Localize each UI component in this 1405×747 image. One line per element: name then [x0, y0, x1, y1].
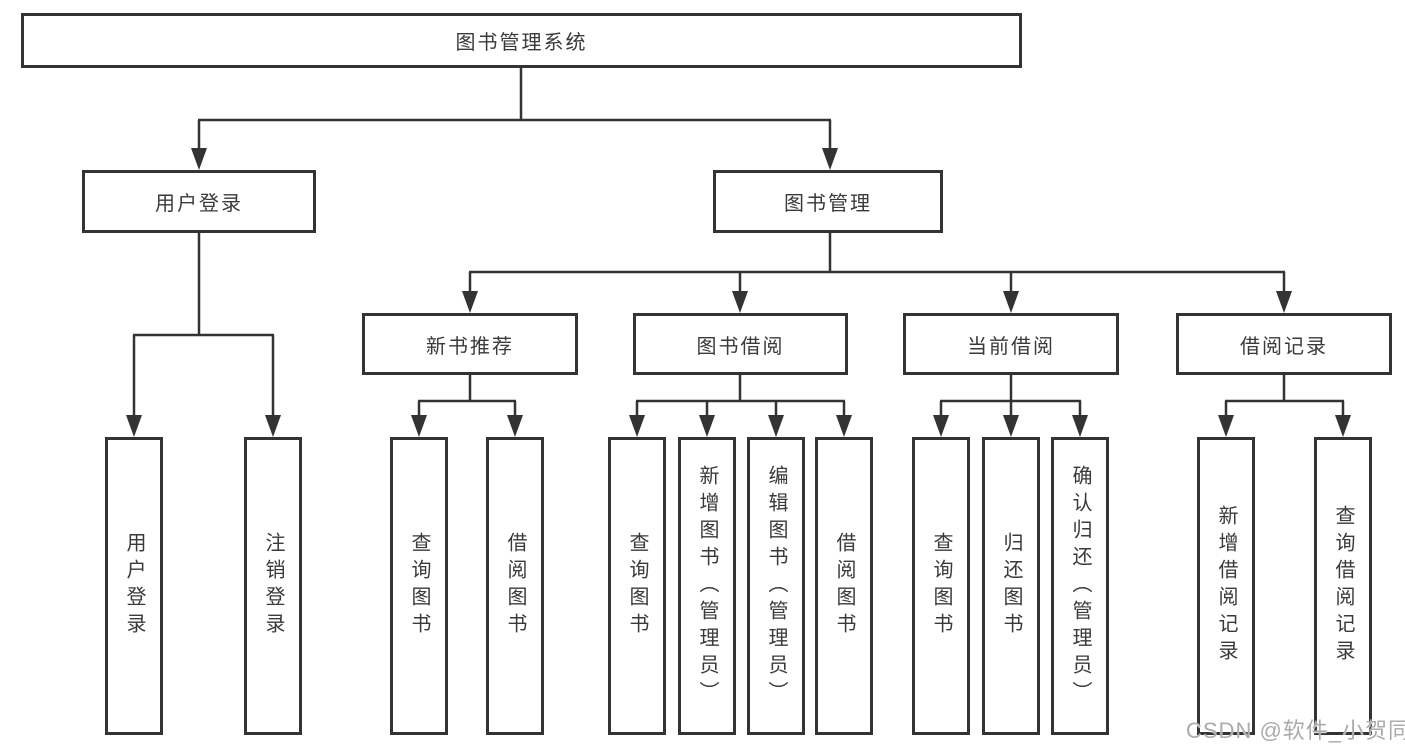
node-book-management-branch-label: 图书管理: [784, 193, 872, 215]
arrowhead-icon: [822, 148, 838, 170]
node-logout-action: 注销登录: [244, 437, 302, 735]
node-add-borrow-record-label: 新增借阅记录: [1215, 505, 1237, 667]
arrowhead-icon: [507, 415, 523, 437]
node-query-books-current: 查询图书: [912, 437, 970, 735]
node-user-login-branch-label: 用户登录: [155, 193, 243, 215]
node-return-book: 归还图书: [982, 437, 1040, 735]
arrowheads: [126, 148, 1351, 437]
node-query-books-recommend-label: 查询图书: [408, 532, 430, 640]
csdn-watermark: CSDN @软件_小贺同学: [1186, 718, 1405, 743]
arrowhead-icon: [191, 148, 207, 170]
node-current-borrowing: 当前借阅: [903, 313, 1119, 375]
node-borrow-books-recommend-label: 借阅图书: [504, 532, 526, 640]
arrowhead-icon: [126, 415, 142, 437]
node-book-borrowing: 图书借阅: [633, 313, 848, 375]
node-return-book-label: 归还图书: [1000, 532, 1022, 640]
node-root-system: 图书管理系统: [21, 13, 1022, 68]
node-query-books-borrowing-label: 查询图书: [626, 532, 648, 640]
node-borrowing-records-label: 借阅记录: [1240, 335, 1328, 358]
node-edit-book-admin-label: 编辑图书（管理员）: [765, 464, 787, 708]
arrowhead-icon: [1072, 415, 1088, 437]
node-logout-action-label: 注销登录: [262, 532, 284, 640]
arrowhead-icon: [1335, 415, 1351, 437]
node-user-login-action-label: 用户登录: [123, 532, 145, 640]
node-root-system-label: 图书管理系统: [455, 32, 588, 54]
arrowhead-icon: [411, 415, 427, 437]
node-borrow-books-borrowing-label: 借阅图书: [833, 532, 855, 640]
node-add-book-admin-label: 新增图书（管理员）: [696, 464, 718, 708]
arrowhead-icon: [836, 415, 852, 437]
node-edit-book-admin: 编辑图书（管理员）: [747, 437, 805, 735]
node-new-book-recommend-label: 新书推荐: [426, 335, 514, 358]
node-user-login-action: 用户登录: [105, 437, 163, 735]
node-confirm-return-admin: 确认归还（管理员）: [1051, 437, 1109, 735]
node-current-borrowing-label: 当前借阅: [967, 335, 1055, 358]
arrowhead-icon: [732, 291, 748, 313]
node-book-borrowing-label: 图书借阅: [696, 335, 785, 358]
node-query-books-recommend: 查询图书: [390, 437, 448, 735]
arrowhead-icon: [768, 415, 784, 437]
node-query-books-current-label: 查询图书: [930, 532, 952, 640]
arrowhead-icon: [1003, 291, 1019, 313]
node-borrow-books-recommend: 借阅图书: [486, 437, 544, 735]
node-borrowing-records: 借阅记录: [1176, 313, 1392, 375]
arrowhead-icon: [933, 415, 949, 437]
node-borrow-books-borrowing: 借阅图书: [815, 437, 873, 735]
arrowhead-icon: [265, 415, 281, 437]
arrowhead-icon: [699, 415, 715, 437]
arrowhead-icon: [1003, 415, 1019, 437]
node-query-borrow-record-label: 查询借阅记录: [1332, 505, 1354, 667]
node-add-book-admin: 新增图书（管理员）: [678, 437, 736, 735]
node-query-books-borrowing: 查询图书: [608, 437, 666, 735]
node-user-login-branch: 用户登录: [82, 170, 316, 233]
node-add-borrow-record: 新增借阅记录: [1197, 437, 1255, 735]
arrowhead-icon: [462, 291, 478, 313]
node-confirm-return-admin-label: 确认归还（管理员）: [1069, 464, 1091, 708]
node-query-borrow-record: 查询借阅记录: [1314, 437, 1372, 735]
node-book-management-branch: 图书管理: [713, 170, 943, 233]
arrowhead-icon: [629, 415, 645, 437]
arrowhead-icon: [1218, 415, 1234, 437]
arrowhead-icon: [1276, 291, 1292, 313]
node-new-book-recommend: 新书推荐: [362, 313, 578, 375]
